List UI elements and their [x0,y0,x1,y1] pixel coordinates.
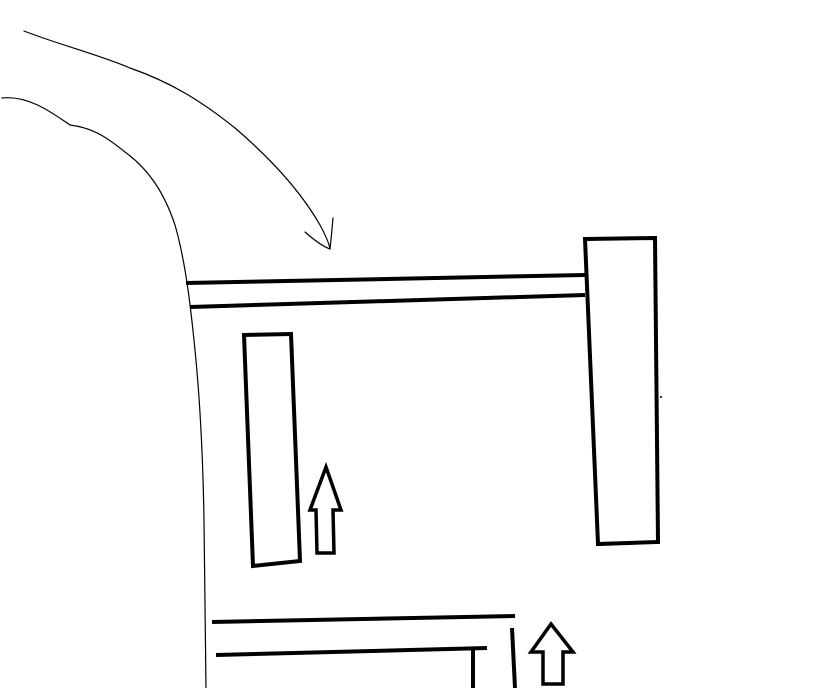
up-arrow-icon [307,461,344,555]
horizontal-bar-bottom-edge [189,293,586,309]
horizontal-bar-top-edge [185,273,586,285]
bottom-bar-right-post [510,627,517,688]
left-curve-line [1,97,207,688]
right-vertical-rectangle [582,235,661,547]
inner-vertical-rectangle [241,331,303,569]
up-arrow-icon [527,621,577,686]
curved-arrow-head-left [304,231,331,250]
stray-dot [660,396,662,398]
bottom-bar-bottom-edge [215,646,488,657]
curved-arrow-shaft [23,30,331,250]
curved-arrow-head-right [329,217,334,250]
bottom-bar [211,614,517,688]
horizontal-bar [185,273,586,309]
bottom-bar-top-edge [211,614,516,624]
curved-arrow-icon [23,30,334,250]
